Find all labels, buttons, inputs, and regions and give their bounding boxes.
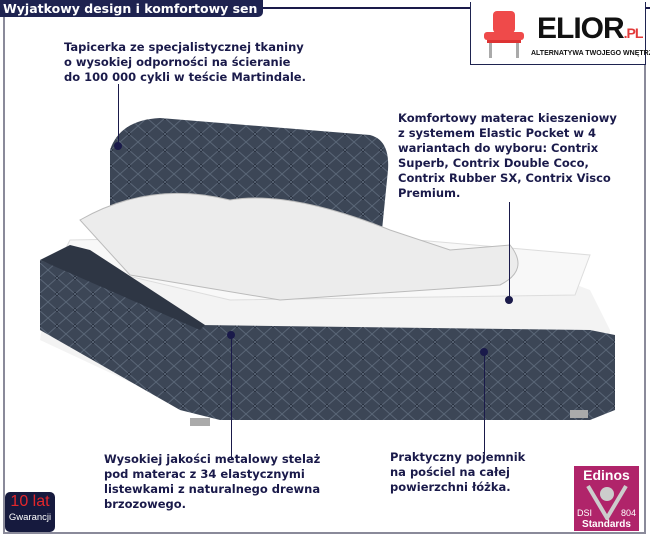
marker-dot <box>227 331 235 339</box>
brand-tagline: ALTERNATYWA TWOJEGO WNĘTRZA <box>531 50 650 57</box>
marker-dot <box>114 142 122 150</box>
bed-image <box>40 118 615 426</box>
page-title: Wyjatkowy design i komfortowy sen <box>0 0 264 17</box>
image-frame <box>3 8 646 534</box>
divider <box>250 7 650 9</box>
check-v-icon <box>586 484 628 520</box>
leader-line <box>231 338 232 460</box>
brand-name: ELIOR.PL <box>537 12 643 45</box>
elior-logo[interactable]: ELIOR.PL ALTERNATYWA TWOJEGO WNĘTRZA <box>470 2 650 65</box>
leader-line <box>118 84 119 146</box>
marker-dot <box>480 348 488 356</box>
warranty-badge: 10 lat Gwarancji <box>5 492 55 532</box>
chair-icon <box>484 11 524 58</box>
leader-line <box>484 355 485 455</box>
marker-dot <box>505 296 513 304</box>
leader-line <box>509 202 510 298</box>
